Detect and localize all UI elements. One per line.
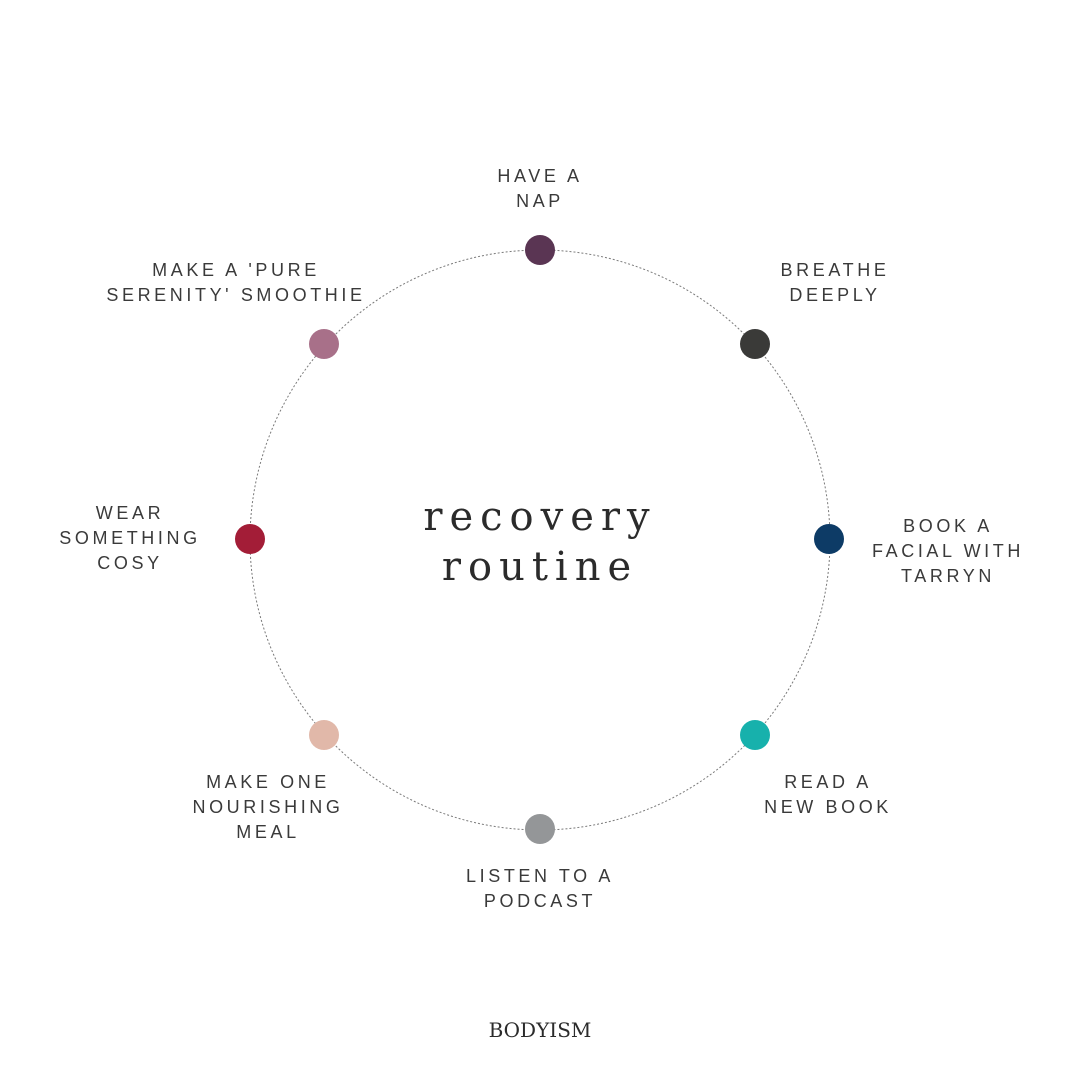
label-line: HAVE A xyxy=(497,166,583,186)
dot-read-a-new-book xyxy=(740,720,770,750)
label-make-one-nourishing-meal: MAKE ONE NOURISHING MEAL xyxy=(168,770,368,845)
label-line: BOOK A xyxy=(903,516,993,536)
label-book-a-facial: BOOK A FACIAL WITH TARRYN xyxy=(848,514,1048,589)
label-make-a-smoothie: MAKE A 'PURE SERENITY' SMOOTHIE xyxy=(96,258,376,308)
dot-listen-to-a-podcast xyxy=(525,814,555,844)
label-line: NEW BOOK xyxy=(764,797,892,817)
title-line-1: recovery xyxy=(423,494,657,540)
label-line: NOURISHING xyxy=(192,797,344,817)
dot-have-a-nap xyxy=(525,235,555,265)
dot-book-a-facial xyxy=(814,524,844,554)
label-wear-something-cosy: WEAR SOMETHING COSY xyxy=(30,501,230,576)
label-line: DEEPLY xyxy=(789,285,881,305)
label-line: BREATHE xyxy=(780,260,890,280)
label-read-a-new-book: READ A NEW BOOK xyxy=(728,770,928,820)
label-line: NAP xyxy=(516,191,564,211)
dot-make-a-smoothie xyxy=(309,329,339,359)
label-breathe-deeply: BREATHE DEEPLY xyxy=(735,258,935,308)
label-line: MEAL xyxy=(236,822,300,842)
dot-breathe-deeply xyxy=(740,329,770,359)
label-line: SOMETHING xyxy=(59,528,201,548)
label-line: SERENITY' SMOOTHIE xyxy=(106,285,366,305)
label-line: COSY xyxy=(97,553,163,573)
label-line: FACIAL WITH xyxy=(872,541,1024,561)
label-line: PODCAST xyxy=(483,891,597,911)
label-line: TARRYN xyxy=(901,566,995,586)
label-line: MAKE ONE xyxy=(206,772,330,792)
title-line-2: routine xyxy=(441,544,639,590)
label-line: MAKE A 'PURE xyxy=(152,260,320,280)
label-listen-to-a-podcast: LISTEN TO A PODCAST xyxy=(420,864,660,914)
dot-wear-something-cosy xyxy=(235,524,265,554)
brand-logo: BODYISM xyxy=(488,1018,592,1042)
label-line: WEAR xyxy=(95,503,165,523)
label-have-a-nap: HAVE A NAP xyxy=(440,164,640,214)
label-line: LISTEN TO A xyxy=(466,866,614,886)
dot-make-one-nourishing-meal xyxy=(309,720,339,750)
label-line: READ A xyxy=(784,772,872,792)
